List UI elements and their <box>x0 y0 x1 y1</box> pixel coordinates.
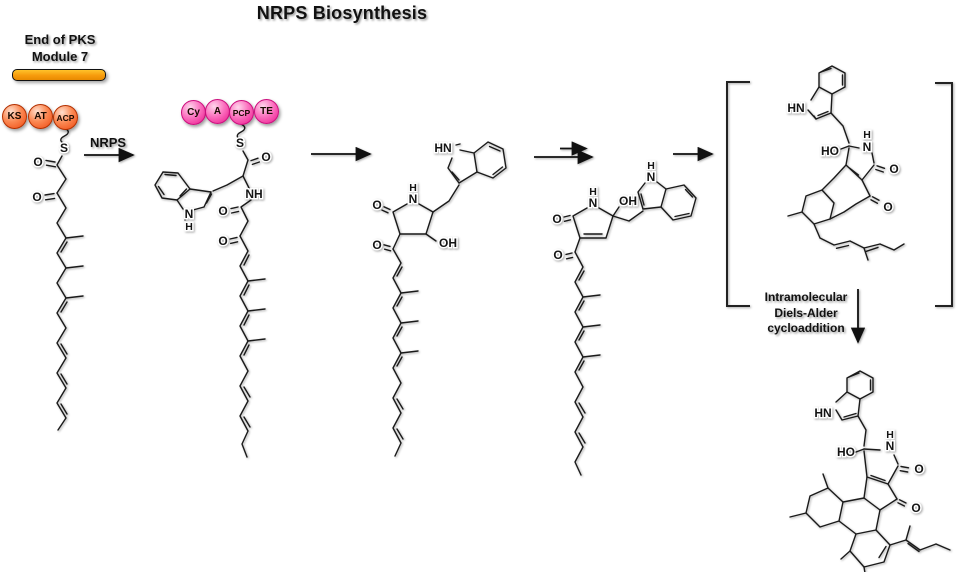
domain-ks: KS <box>2 104 27 129</box>
atom-o: O <box>372 198 381 212</box>
pks-module-label-line1: End of PKS <box>24 32 96 47</box>
structure-pks-thioester-chain: S O O <box>31 127 84 431</box>
atom-h: H <box>185 221 193 233</box>
atom-ho: HO <box>821 144 839 158</box>
atom-n: N <box>647 170 656 184</box>
diels-alder-label: Intramolecular Diels-Alder cycloaddition <box>751 290 861 337</box>
atom-n: N <box>185 207 194 221</box>
structure-pcp-tethered-intermediate: S O NH O O N H <box>154 123 272 458</box>
phosphopantetheine-squiggle <box>236 123 246 141</box>
domain-acp-label: ACP <box>56 112 75 123</box>
atom-o: O <box>33 155 42 169</box>
atom-oh: OH <box>619 194 637 208</box>
phosphopantetheine-squiggle <box>60 127 69 145</box>
atom-o: O <box>218 234 227 248</box>
atom-hn: HN <box>434 141 451 155</box>
atom-n: N <box>863 140 872 154</box>
nrps-arrow-label: NRPS <box>89 135 127 150</box>
atom-o: O <box>889 162 898 176</box>
structure-final-product: HN HO H N O O <box>789 370 951 572</box>
domain-cy: Cy <box>181 100 206 125</box>
atom-h: H <box>647 160 655 172</box>
left-bracket <box>726 81 750 307</box>
atom-o: O <box>552 212 561 226</box>
atom-s: S <box>60 141 68 155</box>
domain-te-label: TE <box>260 106 273 117</box>
domain-a-label: A <box>213 106 222 117</box>
atom-o: O <box>883 200 892 214</box>
atom-hn: HN <box>787 101 804 115</box>
atom-n: N <box>886 439 895 453</box>
domain-pcp-label: PCP <box>232 107 251 118</box>
atom-o: O <box>372 238 381 252</box>
atom-h: H <box>589 186 597 198</box>
domain-acp: ACP <box>53 105 78 130</box>
atom-ho: HO <box>837 445 855 459</box>
atom-o: O <box>261 150 270 164</box>
atom-oh: OH <box>439 236 457 250</box>
structure-cyclized-tetramate: H N O OH HN O <box>371 140 507 457</box>
atom-s: S <box>236 136 244 150</box>
domain-at-label: AT <box>34 111 47 122</box>
structure-dehydro-tetramate: H N O OH H N O <box>551 159 697 476</box>
atom-hn: HN <box>814 406 831 420</box>
domain-te: TE <box>254 99 279 124</box>
atom-o: O <box>32 190 41 204</box>
atom-h: H <box>863 129 871 141</box>
atom-h: H <box>886 429 894 441</box>
atom-o: O <box>553 248 562 262</box>
domain-ks-label: KS <box>7 111 22 122</box>
structure-diels-alder-precursor: HN HO H N O O <box>786 65 905 261</box>
domain-cy-label: Cy <box>187 107 200 118</box>
diels-alder-label-line3: cycloaddition <box>767 321 845 335</box>
right-bracket <box>935 82 953 307</box>
diels-alder-label-line2: Diels-Alder <box>774 305 838 320</box>
atom-n: N <box>589 196 598 210</box>
pks-module-label-line2: Module 7 <box>31 49 89 64</box>
domain-at: AT <box>28 104 53 129</box>
atom-n: N <box>409 192 418 206</box>
atom-o: O <box>218 204 227 218</box>
atom-nh: NH <box>245 187 262 201</box>
pks-module-bar <box>12 69 106 81</box>
atom-o: O <box>911 501 920 515</box>
atom-h: H <box>409 182 417 194</box>
diels-alder-label-line1: Intramolecular <box>764 290 848 304</box>
page-title: NRPS Biosynthesis <box>256 3 428 23</box>
pks-module-label: End of PKS Module 7 <box>8 31 112 65</box>
domain-pcp: PCP <box>229 100 254 125</box>
atom-o: O <box>914 462 923 476</box>
domain-a: A <box>205 99 230 124</box>
